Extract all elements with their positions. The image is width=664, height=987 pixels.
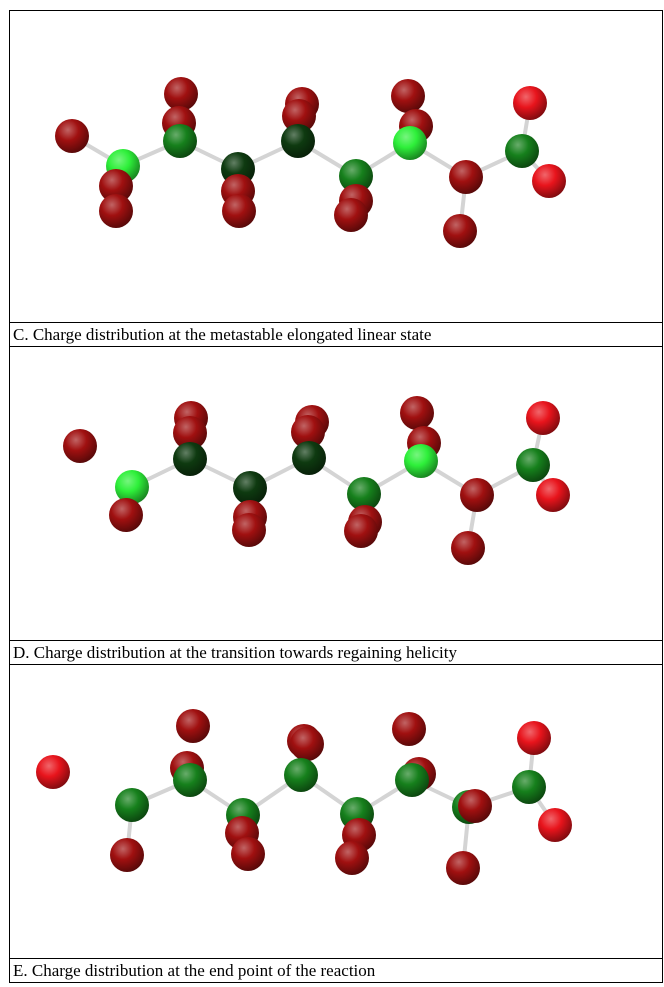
atom-red <box>451 531 485 565</box>
atom-red <box>109 498 143 532</box>
atom-red <box>443 214 477 248</box>
atom-red <box>446 851 480 885</box>
atoms <box>63 396 570 565</box>
atom-green <box>347 477 381 511</box>
panel-e-caption-row: E. Charge distribution at the end point … <box>9 958 663 983</box>
panel-c-caption: C. Charge distribution at the metastable… <box>9 322 663 347</box>
atom-red <box>291 415 325 449</box>
atom-red <box>222 194 256 228</box>
panel-c-image-row <box>9 10 663 323</box>
atom-red <box>290 727 324 761</box>
atom-dark-green <box>233 471 267 505</box>
atom-red <box>344 514 378 548</box>
atom-red <box>176 709 210 743</box>
atom-bright-red <box>536 478 570 512</box>
atom-red <box>335 841 369 875</box>
atoms <box>36 709 572 885</box>
molecule-diagram-c <box>55 77 566 248</box>
atom-bright-red <box>526 401 560 435</box>
atoms <box>55 77 566 248</box>
atom-red <box>458 789 492 823</box>
atom-bright-green <box>115 470 149 504</box>
atom-red <box>110 838 144 872</box>
atom-dark-green <box>292 441 326 475</box>
atom-green <box>516 448 550 482</box>
atom-bright-red <box>517 721 551 755</box>
atom-red <box>392 712 426 746</box>
atom-green <box>115 788 149 822</box>
panel-d-image-cell <box>9 346 663 641</box>
atom-red <box>391 79 425 113</box>
panel-e-image-row <box>9 664 663 959</box>
atom-green <box>173 763 207 797</box>
atom-green <box>505 134 539 168</box>
atom-red <box>232 513 266 547</box>
atom-green <box>395 763 429 797</box>
atom-green <box>284 758 318 792</box>
atom-green <box>163 124 197 158</box>
atom-red <box>173 416 207 450</box>
atom-bright-red <box>538 808 572 842</box>
molecule-diagram-e <box>36 709 572 885</box>
atom-dark-green <box>173 442 207 476</box>
panel-d-caption-row: D. Charge distribution at the transition… <box>9 640 663 665</box>
panel-c-image-cell <box>9 10 663 323</box>
atom-bright-red <box>532 164 566 198</box>
atom-red <box>99 169 133 203</box>
atom-red <box>334 198 368 232</box>
atom-red <box>460 478 494 512</box>
atom-green <box>512 770 546 804</box>
atom-green <box>339 159 373 193</box>
atom-bright-green <box>393 126 427 160</box>
panel-e-caption: E. Charge distribution at the end point … <box>9 958 663 983</box>
atom-red <box>55 119 89 153</box>
atom-bright-red <box>513 86 547 120</box>
atom-red <box>231 837 265 871</box>
molecule-diagram-d <box>63 396 570 565</box>
atom-red <box>400 396 434 430</box>
atom-red <box>449 160 483 194</box>
atom-bright-red <box>36 755 70 789</box>
atom-red <box>164 77 198 111</box>
figure-table: C. Charge distribution at the metastable… <box>9 10 663 983</box>
panel-e-image-cell <box>9 664 663 959</box>
atom-dark-green <box>281 124 315 158</box>
atom-red <box>99 194 133 228</box>
panel-c-caption-row: C. Charge distribution at the metastable… <box>9 322 663 347</box>
panel-d-caption: D. Charge distribution at the transition… <box>9 640 663 665</box>
atom-bright-green <box>404 444 438 478</box>
atom-red <box>63 429 97 463</box>
atom-red <box>282 99 316 133</box>
panel-d-image-row <box>9 346 663 641</box>
